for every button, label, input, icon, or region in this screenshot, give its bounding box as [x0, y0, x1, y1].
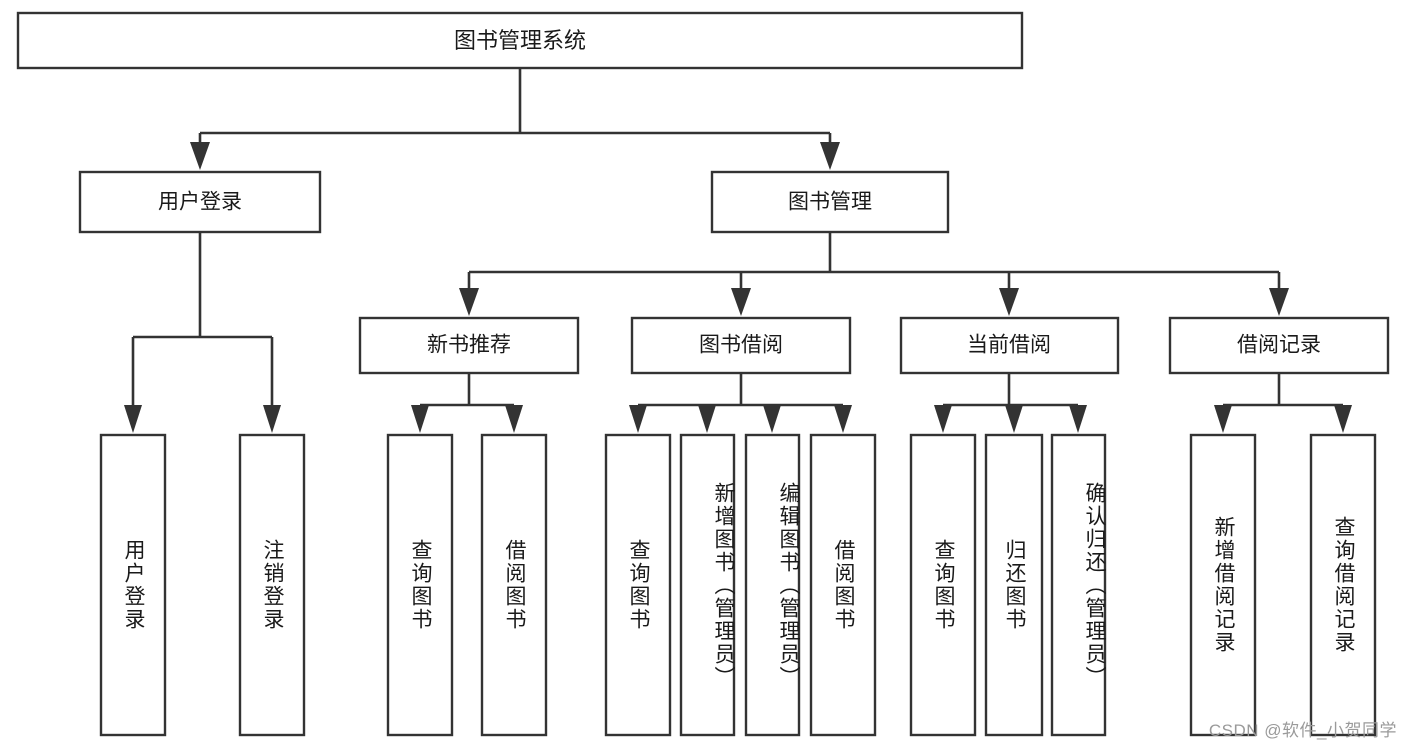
arrow-head-leaf-borrow-add-book — [698, 405, 716, 433]
arrow-head-leaf-record-add — [1214, 405, 1232, 433]
csdn-watermark: CSDN @软件_小贺同学 — [1208, 721, 1397, 740]
arrow-head-leaf-borrow-query-book — [629, 405, 647, 433]
node-current-borrow[interactable]: 当前借阅 — [899, 316, 1120, 375]
node-leaf-borrow-borrow-book-box[interactable] — [809, 433, 877, 737]
node-leaf-borrow-query-book-box[interactable] — [604, 433, 672, 737]
node-leaf-current-query-book-box[interactable] — [909, 433, 977, 737]
arrow-head-current-borrow — [999, 288, 1019, 316]
node-new-book-recommend-box[interactable] — [358, 316, 580, 375]
node-leaf-rec-borrow-book-box[interactable] — [480, 433, 548, 737]
node-user-login[interactable]: 用户登录 — [78, 170, 322, 234]
node-leaf-current-return-book-box[interactable] — [984, 433, 1044, 737]
node-borrow-record-label: 借阅记录 — [1237, 334, 1321, 357]
node-book-borrow[interactable]: 图书借阅 — [630, 316, 852, 375]
node-leaf-user-logout-box[interactable] — [238, 433, 306, 737]
node-leaf-current-confirm-return-box[interactable] — [1050, 433, 1107, 737]
node-leaf-rec-query-book-box[interactable] — [386, 433, 454, 737]
arrow-head-book-borrow — [731, 288, 751, 316]
arrow-head-book-manage — [820, 142, 840, 170]
node-current-borrow-box[interactable] — [899, 316, 1120, 375]
node-book-borrow-box[interactable] — [630, 316, 852, 375]
node-leaf-borrow-add-book-box[interactable] — [679, 433, 736, 737]
arrow-head-leaf-borrow-borrow-book — [834, 405, 852, 433]
node-user-login-label: 用户登录 — [158, 191, 242, 214]
node-root[interactable]: 图书管理系统 — [16, 11, 1024, 70]
arrow-head-leaf-rec-borrow-book — [505, 405, 523, 433]
node-leaf-record-query-box[interactable] — [1309, 433, 1377, 737]
node-root-box[interactable] — [16, 11, 1024, 70]
node-user-login-box[interactable] — [78, 170, 322, 234]
arrow-head-leaf-user-login — [124, 405, 142, 433]
arrow-head-leaf-record-query — [1334, 405, 1352, 433]
arrow-head-borrow-record — [1269, 288, 1289, 316]
arrow-head-leaf-rec-query-book — [411, 405, 429, 433]
node-book-manage-label: 图书管理 — [788, 191, 872, 214]
leaf-boxes-group — [99, 433, 1377, 737]
arrow-head-user-login — [190, 142, 210, 170]
arrow-head-leaf-current-query-book — [934, 405, 952, 433]
arrow-head-leaf-current-confirm-return — [1069, 405, 1087, 433]
arrow-head-leaf-borrow-edit-book — [763, 405, 781, 433]
node-root-label: 图书管理系统 — [454, 28, 586, 53]
node-current-borrow-label: 当前借阅 — [967, 334, 1051, 357]
node-book-borrow-label: 图书借阅 — [699, 334, 783, 357]
node-new-book-recommend[interactable]: 新书推荐 — [358, 316, 580, 375]
arrow-head-leaf-current-return-book — [1005, 405, 1023, 433]
connectors-group — [124, 68, 1352, 433]
arrow-head-new-book-recommend — [459, 288, 479, 316]
node-book-manage[interactable]: 图书管理 — [710, 170, 950, 234]
node-leaf-record-add-box[interactable] — [1189, 433, 1257, 737]
arrow-head-leaf-user-logout — [263, 405, 281, 433]
node-borrow-record[interactable]: 借阅记录 — [1168, 316, 1390, 375]
node-leaf-borrow-edit-book-box[interactable] — [744, 433, 801, 737]
node-borrow-record-box[interactable] — [1168, 316, 1390, 375]
node-book-manage-box[interactable] — [710, 170, 950, 234]
node-new-book-recommend-label: 新书推荐 — [427, 334, 511, 357]
node-leaf-user-login-box[interactable] — [99, 433, 167, 737]
